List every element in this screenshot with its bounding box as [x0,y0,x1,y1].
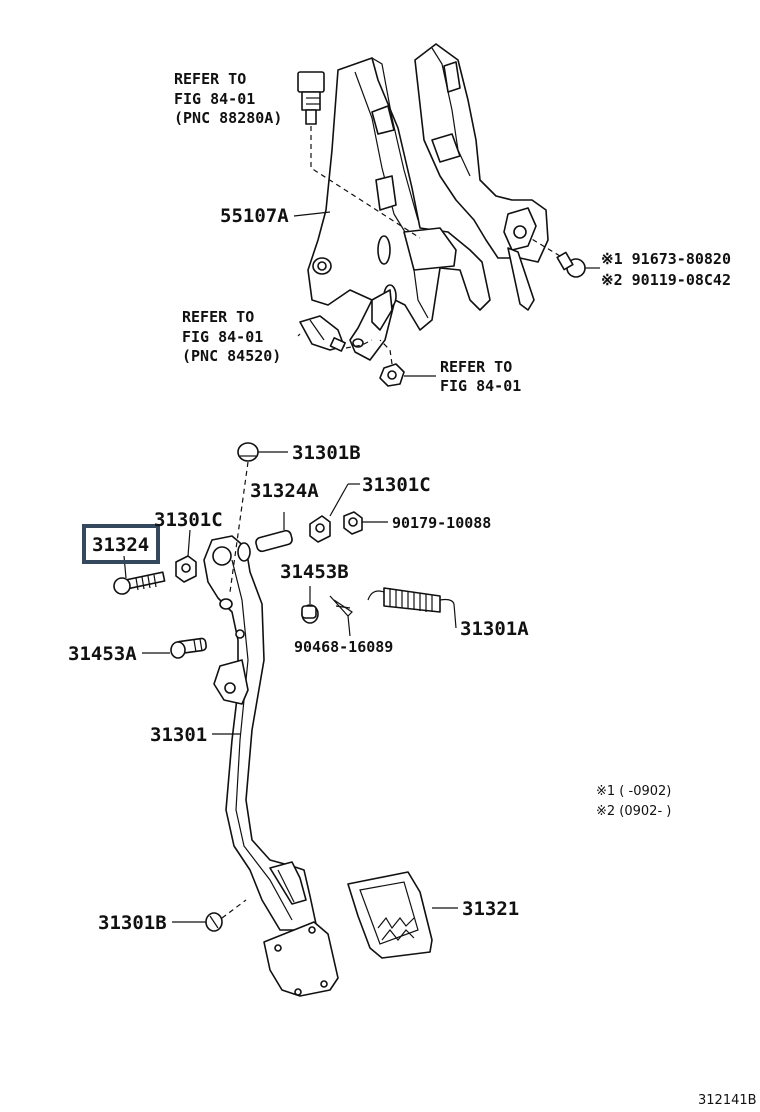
clip-90468 [329,595,353,617]
pin-31453a [170,637,207,659]
label-pad-31321: 31321 [462,898,519,920]
stopper-bottom-31301b [205,912,223,932]
stopper-top-31301b [237,442,259,462]
label-figure-id: 312141B [698,1093,757,1108]
stopper-top-dashed-line [229,461,249,593]
switch-top-dashed-line [310,126,421,239]
stop-light-switch-top [297,71,325,125]
pedal-pad-31321-shape [347,871,433,959]
bolt-31324 [113,571,166,595]
bushing-31301c-left [175,555,197,583]
label-spring-31301a: 31301A [460,618,529,640]
bracket-55107a-shape [307,57,491,361]
bolt-right [556,251,586,278]
label-refer-switch-top-2: FIG 84-01 [174,90,255,108]
nut-90179 [343,511,363,535]
pedal-arm-31301-shape [203,535,317,931]
label-bracket-55107a: 55107A [220,205,289,227]
label-nut-90179: 90179-10088 [392,514,491,532]
stopper-bottom-dashed-line [221,899,247,919]
label-pin-31453a: 31453A [68,643,137,665]
label-pedal-arm-31301: 31301 [150,724,207,746]
nut-dashed-line [379,339,393,365]
bracket-rear-plate-shape [414,43,549,311]
label-note-2: ※2 (0902- ) [596,804,671,819]
label-pin-31324a: 31324A [250,480,319,502]
label-refer-switch-mid-1: REFER TO [182,308,254,326]
label-refer-switch-mid-2: FIG 84-01 [182,328,263,346]
label-bushing-31301c-left: 31301C [154,509,223,531]
spring-31301a [367,587,455,613]
label-clip-90468: 90468-16089 [294,638,393,656]
label-refer-nut-1: REFER TO [440,358,512,376]
label-note-1: ※1 ( -0902) [596,784,671,799]
highlight-box-31324 [82,524,160,564]
pedal-foot [263,921,339,997]
label-bushing-31301c-right: 31301C [362,474,431,496]
label-collar-31453b: 31453B [280,561,349,583]
label-refer-switch-mid-3: (PNC 84520) [182,347,281,365]
switch-mid [299,315,346,352]
label-refer-switch-top-3: (PNC 88280A) [174,109,282,127]
bolt-right-dashed-line [529,237,561,257]
label-stopper-top-31301b: 31301B [292,442,361,464]
label-bolt-31324: 31324 [92,534,149,556]
label-bolt-1: ※1 91673-80820 [601,250,731,268]
label-refer-switch-top-1: REFER TO [174,70,246,88]
bushing-31301c-right [309,515,331,543]
pin-31324a [255,529,293,553]
collar-31453b [301,604,319,624]
pin-31324a-end [237,542,251,562]
label-stopper-bottom-31301b: 31301B [98,912,167,934]
label-refer-nut-2: FIG 84-01 [440,377,521,395]
label-bolt-2: ※2 90119-08C42 [601,271,731,289]
nut-refer [379,363,405,387]
